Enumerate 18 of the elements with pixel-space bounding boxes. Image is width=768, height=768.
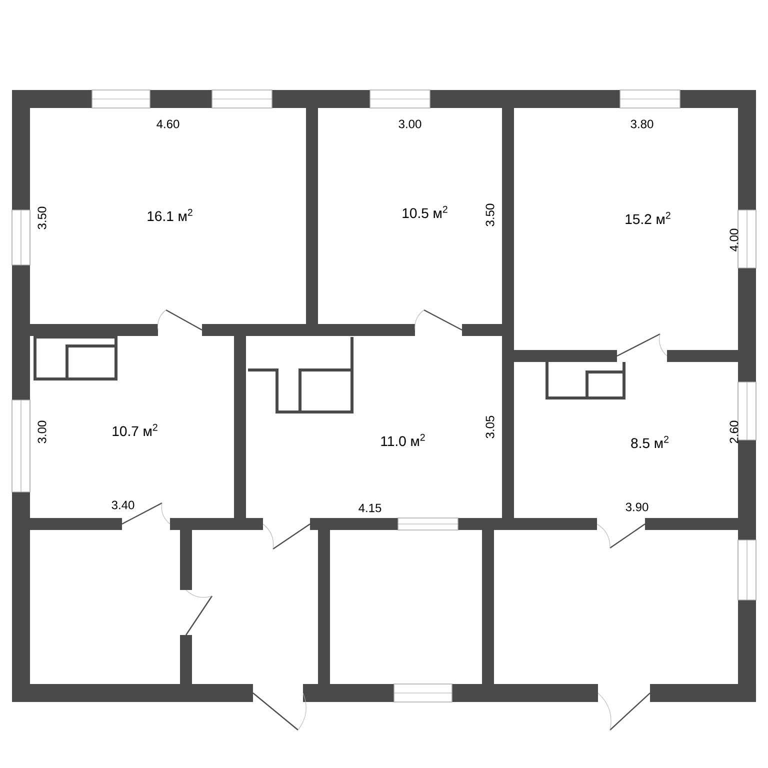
area-label: 10.5 м$^{2}$ <box>402 206 448 218</box>
area-label: 16.1 м$^{2}$ <box>148 208 192 222</box>
dimension-label: 4.00 <box>730 228 738 252</box>
dimension-label: 3.50 <box>38 206 46 230</box>
dimension-label: 3.00 <box>38 420 46 444</box>
dimension-label: 3.50 <box>486 204 494 226</box>
dimension-label: 3.90 <box>626 502 648 512</box>
dimension-label: 2.60 <box>730 420 738 444</box>
area-label: 10.7 м$^{2}$ <box>112 424 158 436</box>
dimension-label: 3.00 <box>398 120 422 128</box>
dimension-label: 3.80 <box>630 120 654 128</box>
dimension-label: 4.60 <box>156 120 180 128</box>
area-label: 11.0 м$^{2}$ <box>381 434 425 446</box>
dimension-label: 3.05 <box>486 416 494 438</box>
dimension-label: 4.15 <box>358 504 382 512</box>
area-label: 8.5 м$^{2}$ <box>631 436 668 448</box>
dimension-label: 3.40 <box>112 500 134 510</box>
area-label: 15.2 м$^{2}$ <box>626 212 670 224</box>
